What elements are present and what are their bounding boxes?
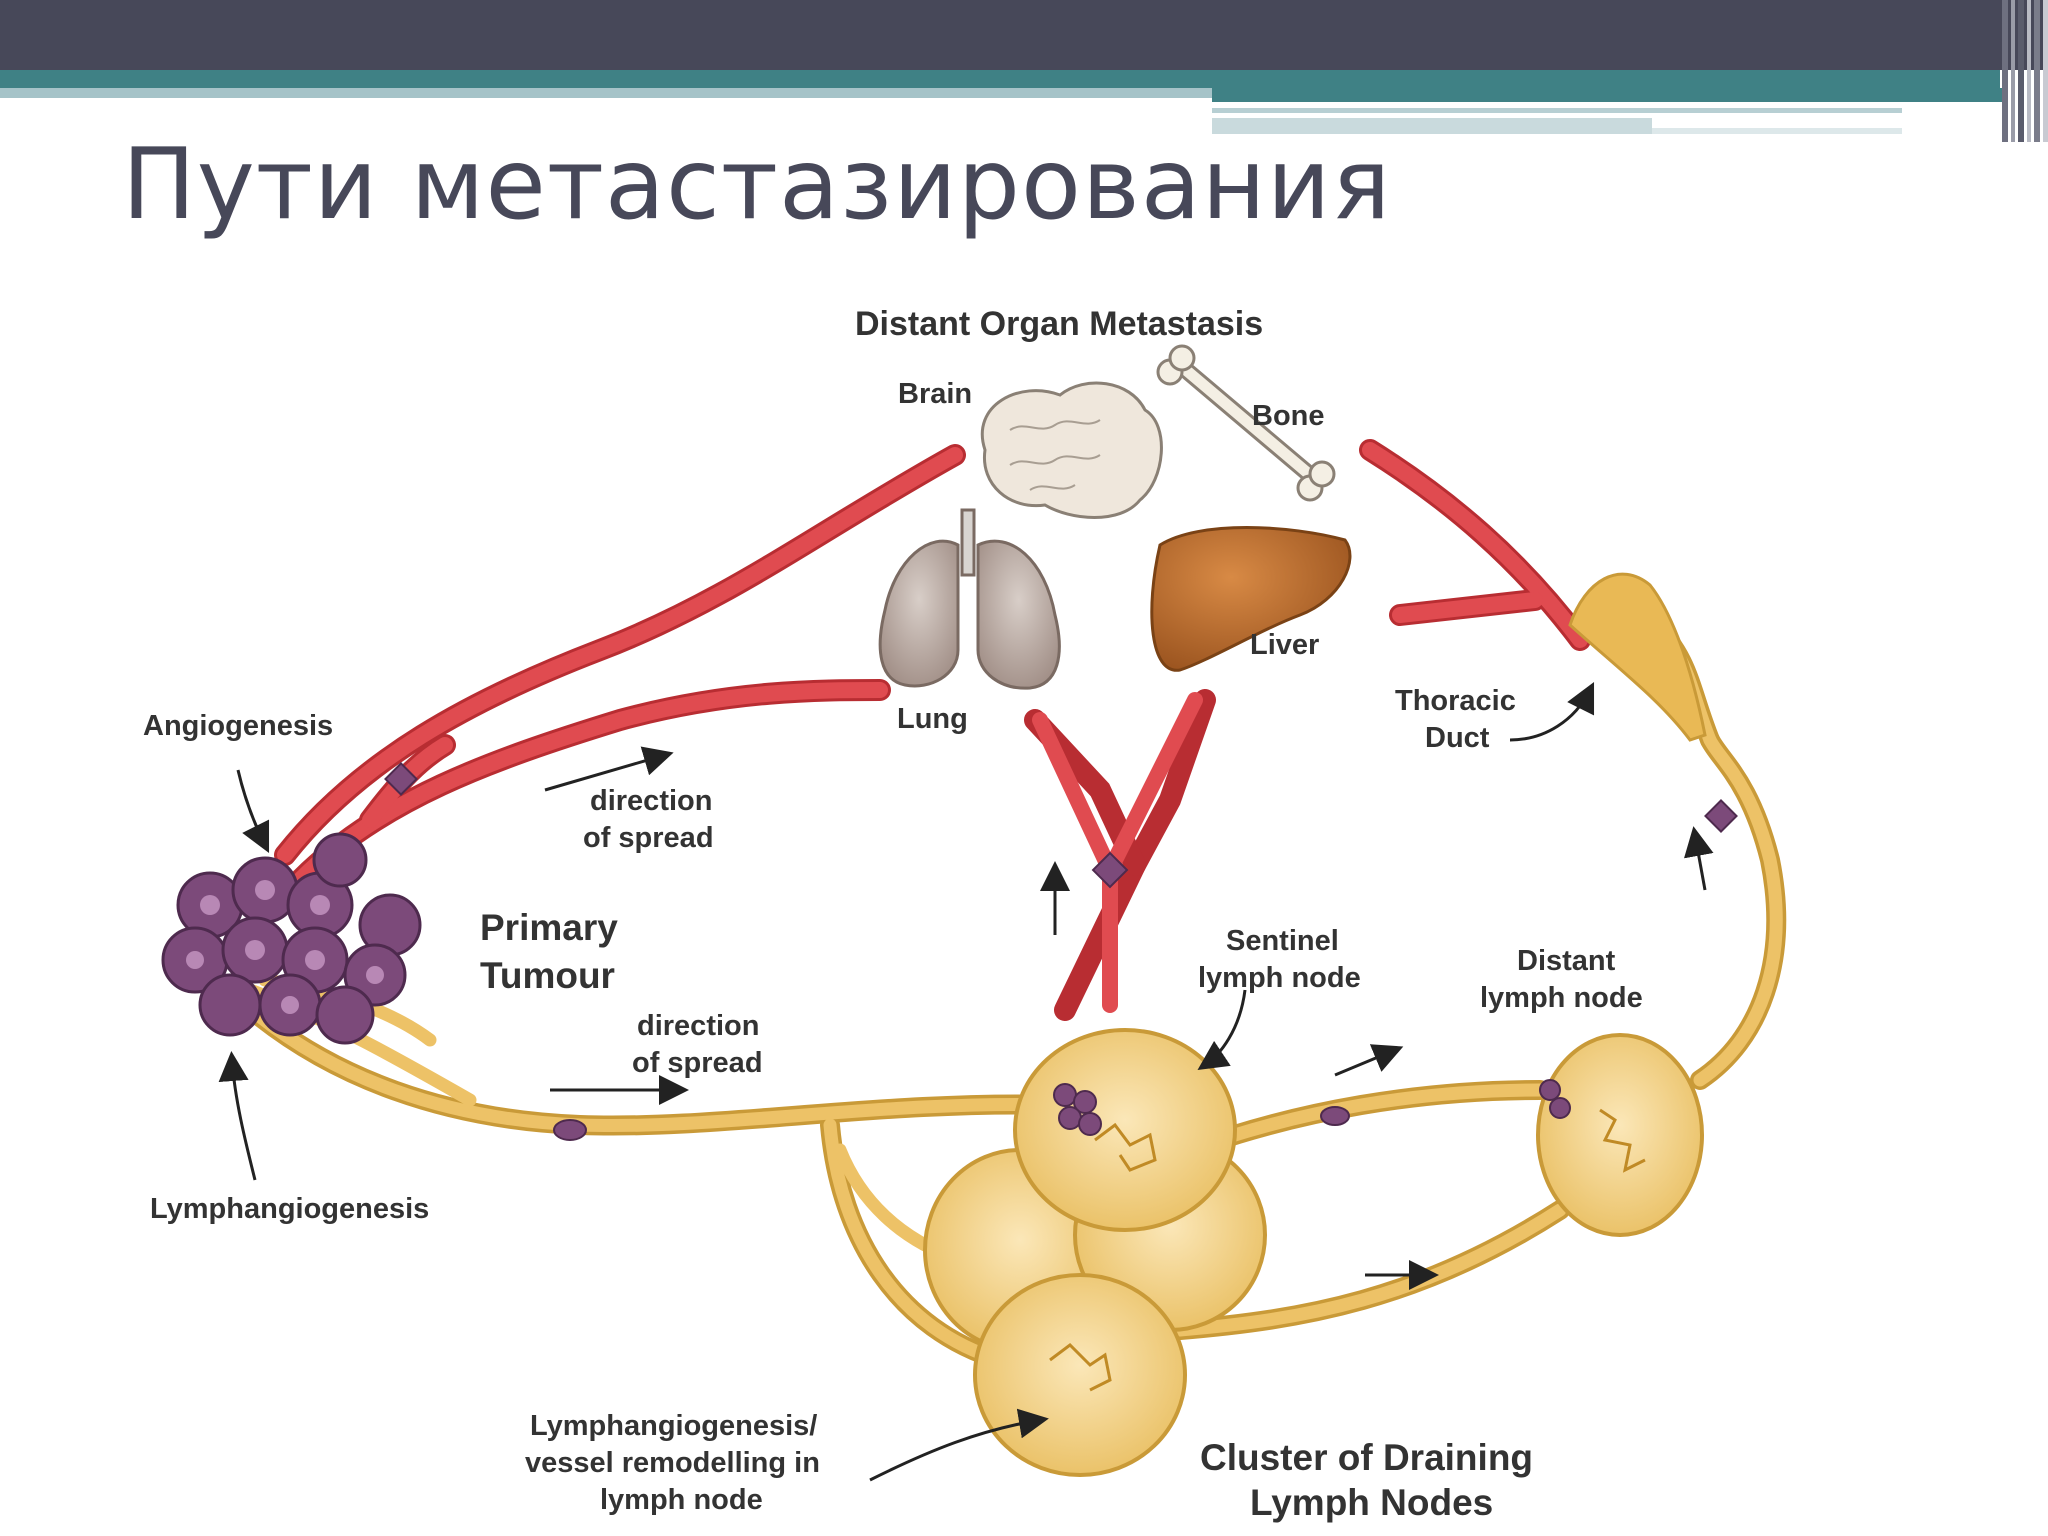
label-cluster-1: Cluster of Draining — [1200, 1437, 1533, 1478]
liver-icon — [1150, 526, 1352, 672]
label-distant-2: lymph node — [1480, 982, 1643, 1014]
slide-accent-line-faint — [1652, 128, 1902, 134]
upward-arrow-lymph — [1683, 826, 1714, 891]
label-remodelling-3: lymph node — [600, 1484, 763, 1516]
label-liver: Liver — [1250, 629, 1319, 661]
label-direction-lower-1: direction — [637, 1010, 759, 1042]
slide-accent-band-right — [1212, 88, 2002, 102]
diagram-heading: Distant Organ Metastasis — [855, 305, 1263, 343]
lung-icon — [878, 508, 1061, 690]
slide-title: Пути метастазирования — [122, 128, 1392, 242]
label-cluster-2: Lymph Nodes — [1250, 1482, 1493, 1523]
sentinel-lymph-node — [1013, 1028, 1237, 1232]
label-direction-lower-2: of spread — [632, 1047, 763, 1079]
label-angiogenesis: Angiogenesis — [143, 710, 333, 742]
distant-lymph-node — [1536, 1033, 1704, 1237]
annotation-arrows — [218, 681, 1714, 1482]
thoracic-arrow — [1509, 681, 1595, 742]
label-primary-tumour-1: Primary — [480, 907, 618, 948]
lymph-node-cluster — [923, 1028, 1704, 1477]
slide-corner-stripes — [2002, 0, 2048, 142]
label-thoracic-1: Thoracic — [1395, 685, 1516, 717]
label-remodelling-1: Lymphangiogenesis/ — [530, 1410, 817, 1442]
bone-icon — [1156, 344, 1336, 502]
lymphangiogenesis-arrow — [218, 1051, 257, 1181]
slide-accent-line — [1212, 108, 1902, 113]
angiogenesis-arrow — [236, 769, 270, 854]
sentinel-arrow — [1197, 989, 1247, 1070]
remodelling-arrow — [869, 1408, 1049, 1482]
primary-tumour — [161, 832, 422, 1045]
label-primary-tumour-2: Tumour — [480, 955, 615, 996]
label-thoracic-2: Duct — [1425, 722, 1490, 754]
label-brain: Brain — [898, 378, 972, 410]
brain-icon — [980, 381, 1163, 519]
label-sentinel-2: lymph node — [1198, 962, 1361, 994]
slide-accent-line-light — [1212, 118, 1652, 134]
label-lymphangiogenesis: Lymphangiogenesis — [150, 1193, 429, 1225]
slide-accent-band — [0, 70, 2000, 88]
lymph-flow-arrow — [1334, 1044, 1404, 1077]
blood-vessels — [274, 439, 1591, 1021]
label-distant-1: Distant — [1517, 945, 1616, 977]
label-direction-upper-1: direction — [590, 785, 712, 817]
label-direction-upper-2: of spread — [583, 822, 714, 854]
label-bone: Bone — [1252, 400, 1325, 432]
direction-arrow-upper — [544, 746, 674, 792]
label-remodelling-2: vessel remodelling in — [525, 1447, 820, 1479]
slide-accent-band-light — [0, 88, 1212, 98]
circulating-tumour-cells — [384, 762, 1738, 1141]
slide-top-bar — [0, 0, 2048, 70]
label-lung: Lung — [897, 703, 968, 735]
label-sentinel-1: Sentinel — [1226, 925, 1339, 957]
